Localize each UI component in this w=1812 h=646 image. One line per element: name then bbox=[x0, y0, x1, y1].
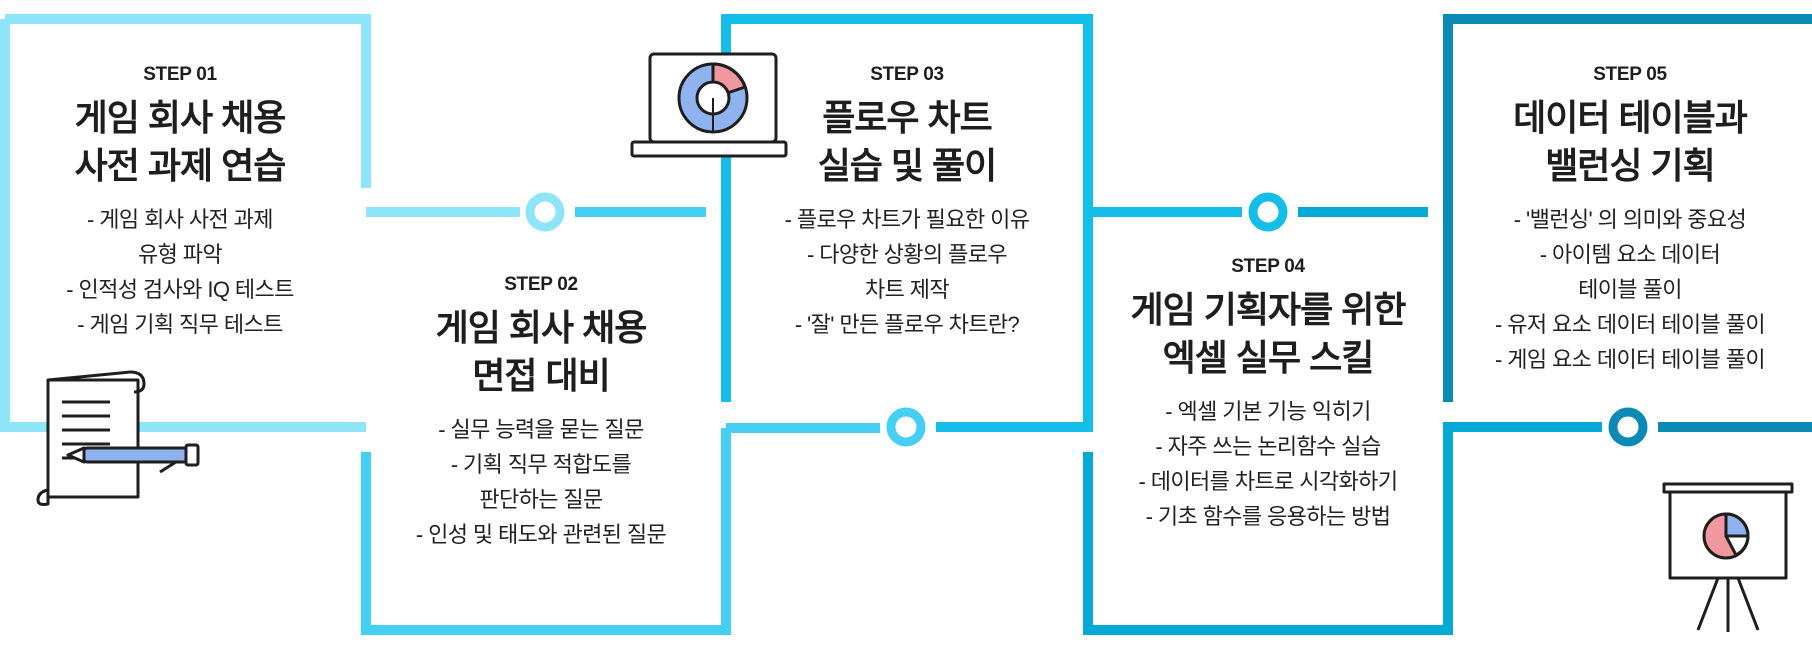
connector-node-2 bbox=[886, 407, 926, 447]
step-item: - 게임 기획 직무 테스트 bbox=[77, 312, 283, 337]
step-title: 데이터 테이블과 밸런싱 기획 bbox=[1468, 94, 1792, 190]
step-05-frame bbox=[1443, 14, 1812, 432]
step-item: - 기초 함수를 응용하는 방법 bbox=[1145, 504, 1391, 529]
step-title-line: 게임 회사 채용 bbox=[74, 97, 287, 138]
step-title-line: 사전 과제 연습 bbox=[74, 145, 287, 186]
step-item: 유형 파악 bbox=[137, 242, 223, 267]
step-item: - 데이터를 차트로 시각화하기 bbox=[1138, 469, 1399, 494]
step-item: - 플로우 차트가 필요한 이유 bbox=[784, 207, 1030, 232]
step-item: 테이블 풀이 bbox=[1578, 277, 1682, 302]
step-04-frame bbox=[1083, 207, 1602, 635]
step-item: - 아이템 요소 데이터 bbox=[1539, 242, 1721, 267]
step-title-line: 밸런싱 기획 bbox=[1545, 145, 1716, 186]
step-04: STEP 04 게임 기획자를 위한 엑셀 실무 스킬 - 엑셀 기본 기능 익… bbox=[1103, 256, 1433, 534]
step-01-border-bottom bbox=[0, 19, 366, 432]
step-title-line: 면접 대비 bbox=[472, 355, 610, 396]
step-item: - 인성 및 태도와 관련된 질문 bbox=[415, 522, 667, 547]
document-pen-icon bbox=[36, 370, 200, 506]
step-title-line: 게임 기획자를 위한 bbox=[1130, 289, 1407, 330]
step-03: STEP 03 플로우 차트 실습 및 풀이 - 플로우 차트가 필요한 이유 … bbox=[747, 64, 1067, 342]
step-label: STEP 01 bbox=[143, 64, 217, 85]
step-item-list: - 실무 능력을 묻는 질문 - 기획 직무 적합도를 판단하는 질문 - 인성… bbox=[381, 412, 701, 552]
step-01-border bbox=[5, 14, 371, 188]
step-item: - 게임 회사 사전 과제 bbox=[87, 207, 274, 232]
step-item: - 실무 능력을 묻는 질문 bbox=[438, 417, 644, 442]
step-title: 게임 회사 채용 사전 과제 연습 bbox=[20, 94, 340, 190]
step-item: 판단하는 질문 bbox=[479, 487, 603, 512]
step-item-list: - 플로우 차트가 필요한 이유 - 다양한 상황의 플로우 차트 제작 - '… bbox=[747, 202, 1067, 342]
step-01: STEP 01 게임 회사 채용 사전 과제 연습 - 게임 회사 사전 과제 … bbox=[20, 64, 340, 342]
step-item-list: - 게임 회사 사전 과제 유형 파악 - 인적성 검사와 IQ 테스트 - 게… bbox=[20, 202, 340, 342]
connector-node-3 bbox=[1248, 192, 1288, 232]
step-item: - 게임 요소 데이터 테이블 풀이 bbox=[1495, 347, 1766, 372]
step-title-line: 데이터 테이블과 bbox=[1513, 97, 1748, 138]
step-label: STEP 02 bbox=[504, 274, 578, 295]
step-item: - 기획 직무 적합도를 bbox=[450, 452, 632, 477]
step-item: - 인적성 검사와 IQ 테스트 bbox=[66, 277, 294, 302]
step-item-list: - '밸런싱' 의 의미와 중요성 - 아이템 요소 데이터 테이블 풀이 - … bbox=[1468, 202, 1792, 377]
step-item: - '밸런싱' 의 의미와 중요성 bbox=[1513, 207, 1747, 232]
connector-node-1 bbox=[525, 192, 565, 232]
step-02-frame bbox=[361, 207, 880, 635]
step-item: - 다양한 상황의 플로우 bbox=[806, 242, 1008, 267]
step-title-line: 실습 및 풀이 bbox=[817, 145, 998, 186]
step-title-line: 플로우 차트 bbox=[822, 97, 993, 138]
step-item: - 자주 쓰는 논리함수 실습 bbox=[1155, 434, 1381, 459]
step-label: STEP 04 bbox=[1231, 256, 1305, 277]
step-item: - 유저 요소 데이터 테이블 풀이 bbox=[1495, 312, 1766, 337]
step-title-line: 게임 회사 채용 bbox=[435, 307, 648, 348]
step-title: 게임 회사 채용 면접 대비 bbox=[381, 304, 701, 400]
step-item-list: - 엑셀 기본 기능 익히기 - 자주 쓰는 논리함수 실습 - 데이터를 차트… bbox=[1103, 394, 1433, 534]
step-title: 게임 기획자를 위한 엑셀 실무 스킬 bbox=[1103, 286, 1433, 382]
connector-node-4 bbox=[1608, 407, 1648, 447]
step-05-border bbox=[1443, 14, 1812, 402]
step-item: - '잘' 만든 플로우 차트란? bbox=[794, 312, 1020, 337]
step-02-border bbox=[361, 428, 731, 635]
step-item: - 엑셀 기본 기능 익히기 bbox=[1165, 399, 1371, 424]
laptop-donut-chart-icon bbox=[630, 52, 788, 158]
step-02: STEP 02 게임 회사 채용 면접 대비 - 실무 능력을 묻는 질문 - … bbox=[381, 274, 701, 552]
presentation-pie-chart-icon bbox=[1662, 482, 1794, 632]
step-item: 차트 제작 bbox=[864, 277, 950, 302]
step-01-frame bbox=[0, 14, 520, 432]
step-05: STEP 05 데이터 테이블과 밸런싱 기획 - '밸런싱' 의 의미와 중요… bbox=[1468, 64, 1792, 377]
step-04-border bbox=[1083, 422, 1602, 635]
step-label: STEP 03 bbox=[870, 64, 944, 85]
step-title-line: 엑셀 실무 스킬 bbox=[1162, 337, 1375, 378]
step-label: STEP 05 bbox=[1593, 64, 1667, 85]
step-title: 플로우 차트 실습 및 풀이 bbox=[747, 94, 1067, 190]
